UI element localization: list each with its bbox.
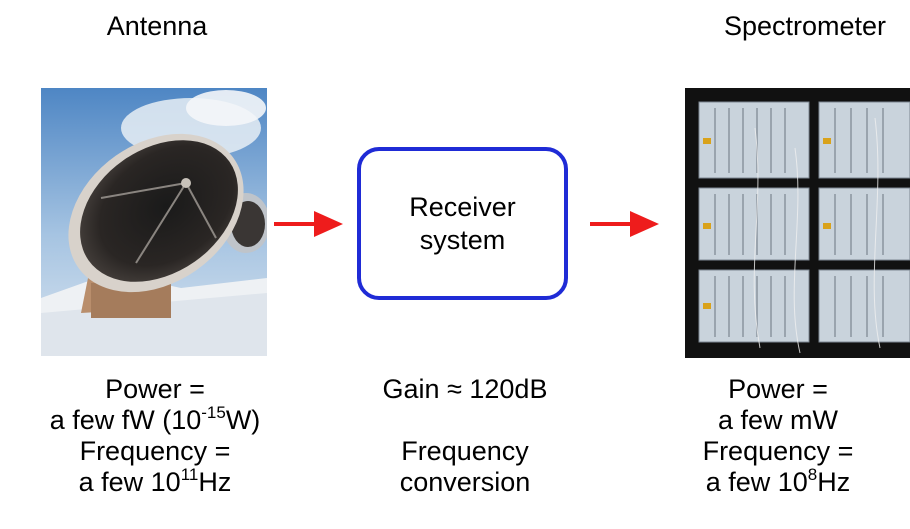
antenna-power-label: Power = (105, 374, 205, 404)
antenna-title: Antenna (106, 11, 208, 41)
receiver-caption-spacer (380, 405, 550, 436)
spectrometer-frequency-value: a few 108Hz (705, 465, 851, 497)
receiver-caption: Gain ≈ 120dB Frequency conversion (380, 374, 550, 498)
antenna-frequency-value: a few 1011Hz (78, 465, 232, 497)
receiver-conversion-line1: Frequency (401, 436, 529, 466)
antenna-frequency-label: Frequency = (79, 436, 231, 466)
receiver-line2: system (419, 224, 506, 255)
spectrometer-rack-image (685, 88, 910, 358)
spectrometer-photo (685, 88, 910, 358)
arrow-antenna-to-receiver (274, 211, 343, 237)
antenna-photo (41, 88, 267, 356)
receiver-gain: Gain ≈ 120dB (382, 374, 548, 404)
antenna-caption: Power = a few fW (10-15W) Frequency = a … (0, 374, 310, 498)
spectrometer-power-label: Power = (728, 374, 828, 404)
arrow-receiver-to-spectrometer (590, 211, 659, 237)
receiver-conversion-line2: conversion (399, 467, 531, 497)
receiver-line1: Receiver (409, 191, 516, 222)
antenna-power-value: a few fW (10-15W) (49, 403, 261, 435)
spectrometer-power-value: a few mW (717, 405, 838, 435)
spectrometer-frequency-label: Frequency = (702, 436, 854, 466)
receiver-system-box: Receiver system (357, 147, 568, 300)
spectrometer-title: Spectrometer (723, 11, 887, 41)
spectrometer-caption: Power = a few mW Frequency = a few 108Hz (668, 374, 888, 498)
antenna-dish-image (41, 88, 267, 356)
